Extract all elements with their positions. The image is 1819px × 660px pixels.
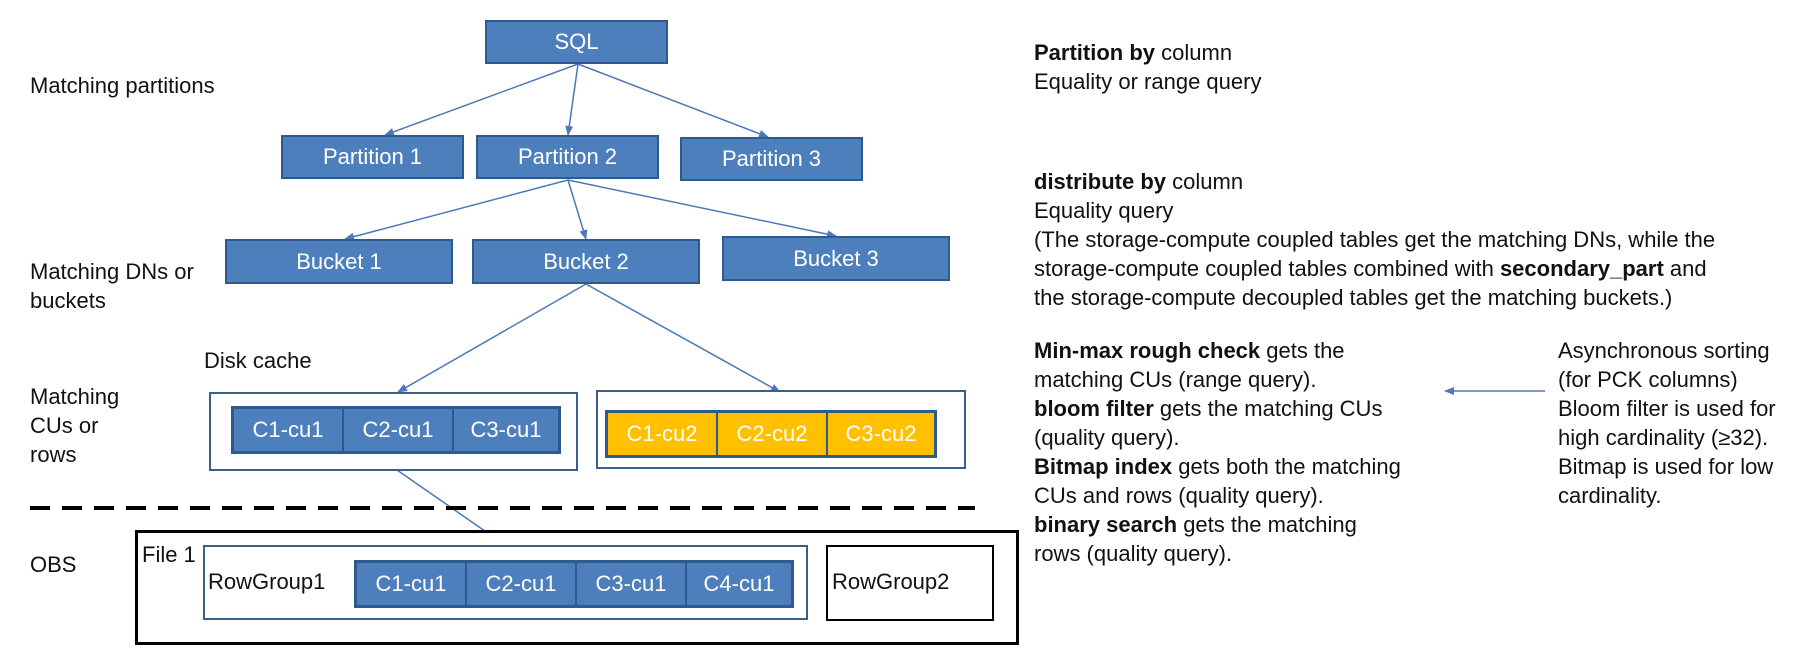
partition-3-node: Partition 3 <box>680 137 863 181</box>
label-matching-dns-line1: Matching DNs or <box>30 259 194 284</box>
note-distribute-rest: column <box>1166 169 1244 194</box>
note-secondary-part: secondary_part <box>1499 256 1664 281</box>
note-bitmap-line2: CUs and rows (quality query). <box>1034 483 1324 508</box>
note-binary-line2: rows (quality query). <box>1034 541 1233 566</box>
bucket-1-node: Bucket 1 <box>225 239 453 284</box>
note-minmax-bold: Min-max rough check <box>1034 338 1261 363</box>
edge-bucket2-cache1 <box>397 283 587 393</box>
label-matching-dns-line2: buckets <box>30 288 106 313</box>
obs-cell-c4: C4-cu1 <box>687 563 791 605</box>
note-bitmap-bold: Bitmap index <box>1034 454 1173 479</box>
note-bloom-line2: (quality query). <box>1034 425 1180 450</box>
note-distribute-detail-2: storage-compute coupled tables combined … <box>1034 254 1707 283</box>
note-async-1: Asynchronous sorting <box>1558 338 1770 363</box>
rowgroup-1-label: RowGroup1 <box>208 569 326 594</box>
note-bitmap-rest: gets both the matching <box>1172 454 1401 479</box>
rowgroup-2-container <box>826 545 994 621</box>
cache-strip-1: C1-cu1 C2-cu1 C3-cu1 <box>231 406 561 454</box>
note-async-4: high cardinality (≥32). <box>1558 425 1769 450</box>
sql-node: SQL <box>485 20 668 64</box>
note-bloom-bold: bloom filter <box>1034 396 1154 421</box>
obs-cell-c3: C3-cu1 <box>577 563 687 605</box>
note-distribute-detail-2-post: and <box>1663 256 1707 281</box>
cache2-cell-c3: C3-cu2 <box>828 413 934 455</box>
note-binary: binary search gets the matching <box>1034 510 1357 539</box>
note-bitmap: Bitmap index gets both the matching <box>1034 452 1401 481</box>
note-distribute-detail-2-pre: storage-compute coupled tables combined … <box>1034 256 1500 281</box>
label-matching-cus-line3: rows <box>30 442 77 467</box>
note-bloom-rest: gets the matching CUs <box>1153 396 1383 421</box>
label-matching-partitions: Matching partitions <box>30 73 215 98</box>
cache2-cell-c1: C1-cu2 <box>608 413 718 455</box>
note-distribute-by: distribute by column <box>1034 167 1243 196</box>
label-matching-cus-line2: CUs or <box>30 413 99 438</box>
edge-partition2-bucket3 <box>567 179 837 239</box>
bucket-2-node: Bucket 2 <box>472 239 700 284</box>
edge-sql-partition3 <box>577 63 769 138</box>
edge-partition2-bucket2 <box>567 179 588 240</box>
rowgroup-2-label: RowGroup2 <box>832 569 950 594</box>
note-async-2: (for PCK columns) <box>1558 367 1738 392</box>
label-disk-cache: Disk cache <box>204 348 312 373</box>
note-partition-query: Equality or range query <box>1034 69 1262 94</box>
obs-cell-c2: C2-cu1 <box>467 563 577 605</box>
label-matching-cus-line1: Matching <box>30 384 120 409</box>
bucket-3-node: Bucket 3 <box>722 236 950 281</box>
note-binary-rest: gets the matching <box>1177 512 1357 537</box>
cache1-cell-c3: C3-cu1 <box>454 409 558 451</box>
cache1-cell-c2: C2-cu1 <box>344 409 454 451</box>
note-minmax-line2: matching CUs (range query). <box>1034 367 1317 392</box>
file-1-label: File 1 <box>142 542 196 567</box>
edge-sql-partition2 <box>565 63 579 136</box>
partition-2-node: Partition 2 <box>476 135 659 179</box>
cache2-cell-c2: C2-cu2 <box>718 413 828 455</box>
note-distribute-query: Equality query <box>1034 198 1174 223</box>
note-partition-bold: Partition by <box>1034 40 1156 65</box>
note-async-3: Bloom filter is used for <box>1558 396 1776 421</box>
label-obs: OBS <box>30 552 77 577</box>
note-binary-bold: binary search <box>1034 512 1178 537</box>
cache-strip-2: C1-cu2 C2-cu2 C3-cu2 <box>605 410 937 458</box>
obs-cell-c1: C1-cu1 <box>357 563 467 605</box>
note-async-5: Bitmap is used for low <box>1558 454 1774 479</box>
cache1-cell-c1: C1-cu1 <box>234 409 344 451</box>
note-partition-by: Partition by column <box>1034 38 1232 67</box>
obs-strip: C1-cu1 C2-cu1 C3-cu1 C4-cu1 <box>354 560 794 608</box>
note-bloom: bloom filter gets the matching CUs <box>1034 394 1382 423</box>
edge-sql-partition1 <box>384 63 579 136</box>
note-async-6: cardinality. <box>1558 483 1662 508</box>
note-partition-rest: column <box>1155 40 1233 65</box>
edge-bucket2-cache2 <box>585 283 781 393</box>
edge-partition2-bucket1 <box>344 179 569 241</box>
note-minmax-rest: gets the <box>1260 338 1345 363</box>
note-distribute-detail-1: (The storage-compute coupled tables get … <box>1034 227 1716 252</box>
note-distribute-detail-3: the storage-compute decoupled tables get… <box>1034 285 1673 310</box>
note-minmax: Min-max rough check gets the <box>1034 336 1345 365</box>
partition-1-node: Partition 1 <box>281 135 464 179</box>
note-distribute-bold: distribute by <box>1034 169 1167 194</box>
